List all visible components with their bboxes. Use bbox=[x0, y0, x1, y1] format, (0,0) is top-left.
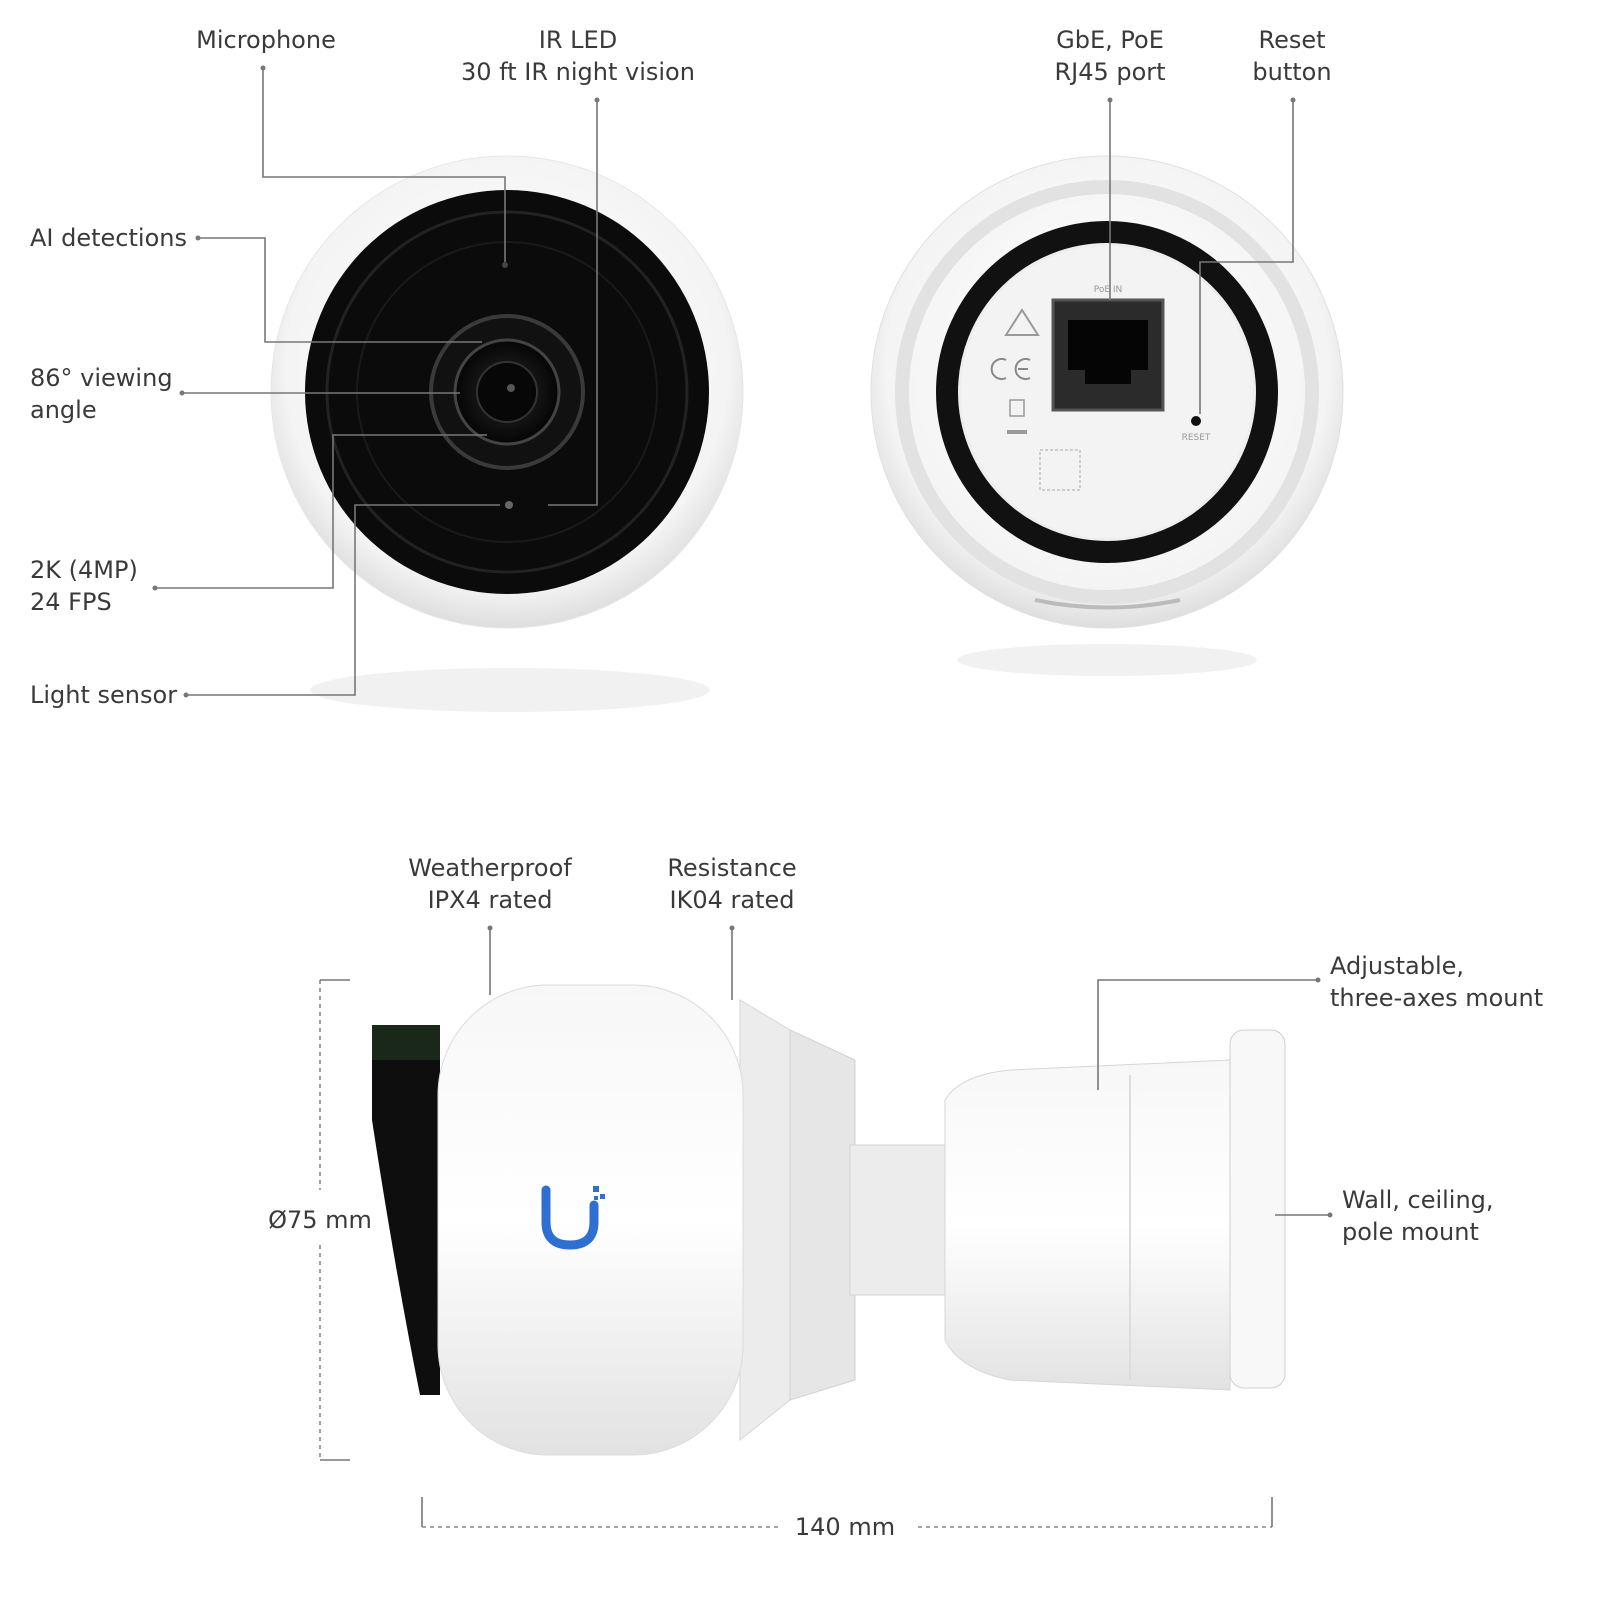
label-fps: 24 FPS bbox=[30, 588, 112, 616]
label-ipx4: IPX4 rated bbox=[428, 886, 553, 914]
back-view-camera: PoE IN RESET ​ bbox=[870, 155, 1344, 676]
mount-arm bbox=[849, 1144, 946, 1296]
lens-hood bbox=[372, 1025, 440, 1395]
poe-in-marking: PoE IN bbox=[1094, 285, 1123, 295]
label-resistance: Resistance bbox=[667, 854, 796, 882]
front-callout-lines bbox=[152, 65, 600, 698]
front-view-camera bbox=[270, 155, 744, 712]
ubiquiti-logo-icon bbox=[541, 1185, 605, 1250]
label-reset-2: button bbox=[1252, 58, 1331, 86]
label-mounting-2: pole mount bbox=[1342, 1218, 1479, 1246]
reset-button[interactable] bbox=[1191, 416, 1201, 426]
light-sensor bbox=[505, 501, 513, 509]
label-port: GbE, PoE bbox=[1056, 26, 1164, 54]
label-mounting: Wall, ceiling, bbox=[1342, 1186, 1494, 1214]
mount-ball bbox=[944, 1059, 1231, 1391]
rcm-icon bbox=[1004, 308, 1040, 336]
mount-plate bbox=[1229, 1029, 1286, 1389]
label-reset: Reset bbox=[1258, 26, 1325, 54]
label-microphone: Microphone bbox=[196, 26, 336, 54]
lens-icon bbox=[476, 361, 538, 423]
side-callout-lines bbox=[487, 925, 1333, 1218]
label-port-2: RJ45 port bbox=[1054, 58, 1165, 86]
dimension-lines bbox=[319, 979, 1273, 1528]
label-ir-night-vision: 30 ft IR night vision bbox=[461, 58, 695, 86]
label-light-sensor: Light sensor bbox=[30, 681, 177, 709]
microphone-hole bbox=[502, 262, 508, 268]
collar bbox=[739, 999, 791, 1442]
label-ik04: IK04 rated bbox=[670, 886, 795, 914]
qr-code-icon bbox=[1039, 449, 1081, 491]
label-viewing-angle: 86° viewing bbox=[30, 364, 173, 392]
label-resolution: 2K (4MP) bbox=[30, 556, 138, 584]
side-view-camera bbox=[372, 984, 1286, 1456]
ce-mark-icon bbox=[990, 358, 1031, 380]
weee-bin-icon bbox=[1009, 399, 1025, 417]
back-callout-lines bbox=[1107, 97, 1296, 414]
label-ir-led: IR LED bbox=[539, 26, 617, 54]
label-mount-2: three-axes mount bbox=[1330, 984, 1543, 1012]
reset-marking: RESET bbox=[1182, 433, 1211, 443]
label-weatherproof: Weatherproof bbox=[408, 854, 572, 882]
label-diameter: Ø75 mm bbox=[268, 1206, 372, 1234]
label-viewing-angle-2: angle bbox=[30, 396, 97, 424]
label-length: 140 mm bbox=[795, 1513, 895, 1541]
label-ai-detections: AI detections bbox=[30, 224, 187, 252]
label-mount: Adjustable, bbox=[1330, 952, 1464, 980]
